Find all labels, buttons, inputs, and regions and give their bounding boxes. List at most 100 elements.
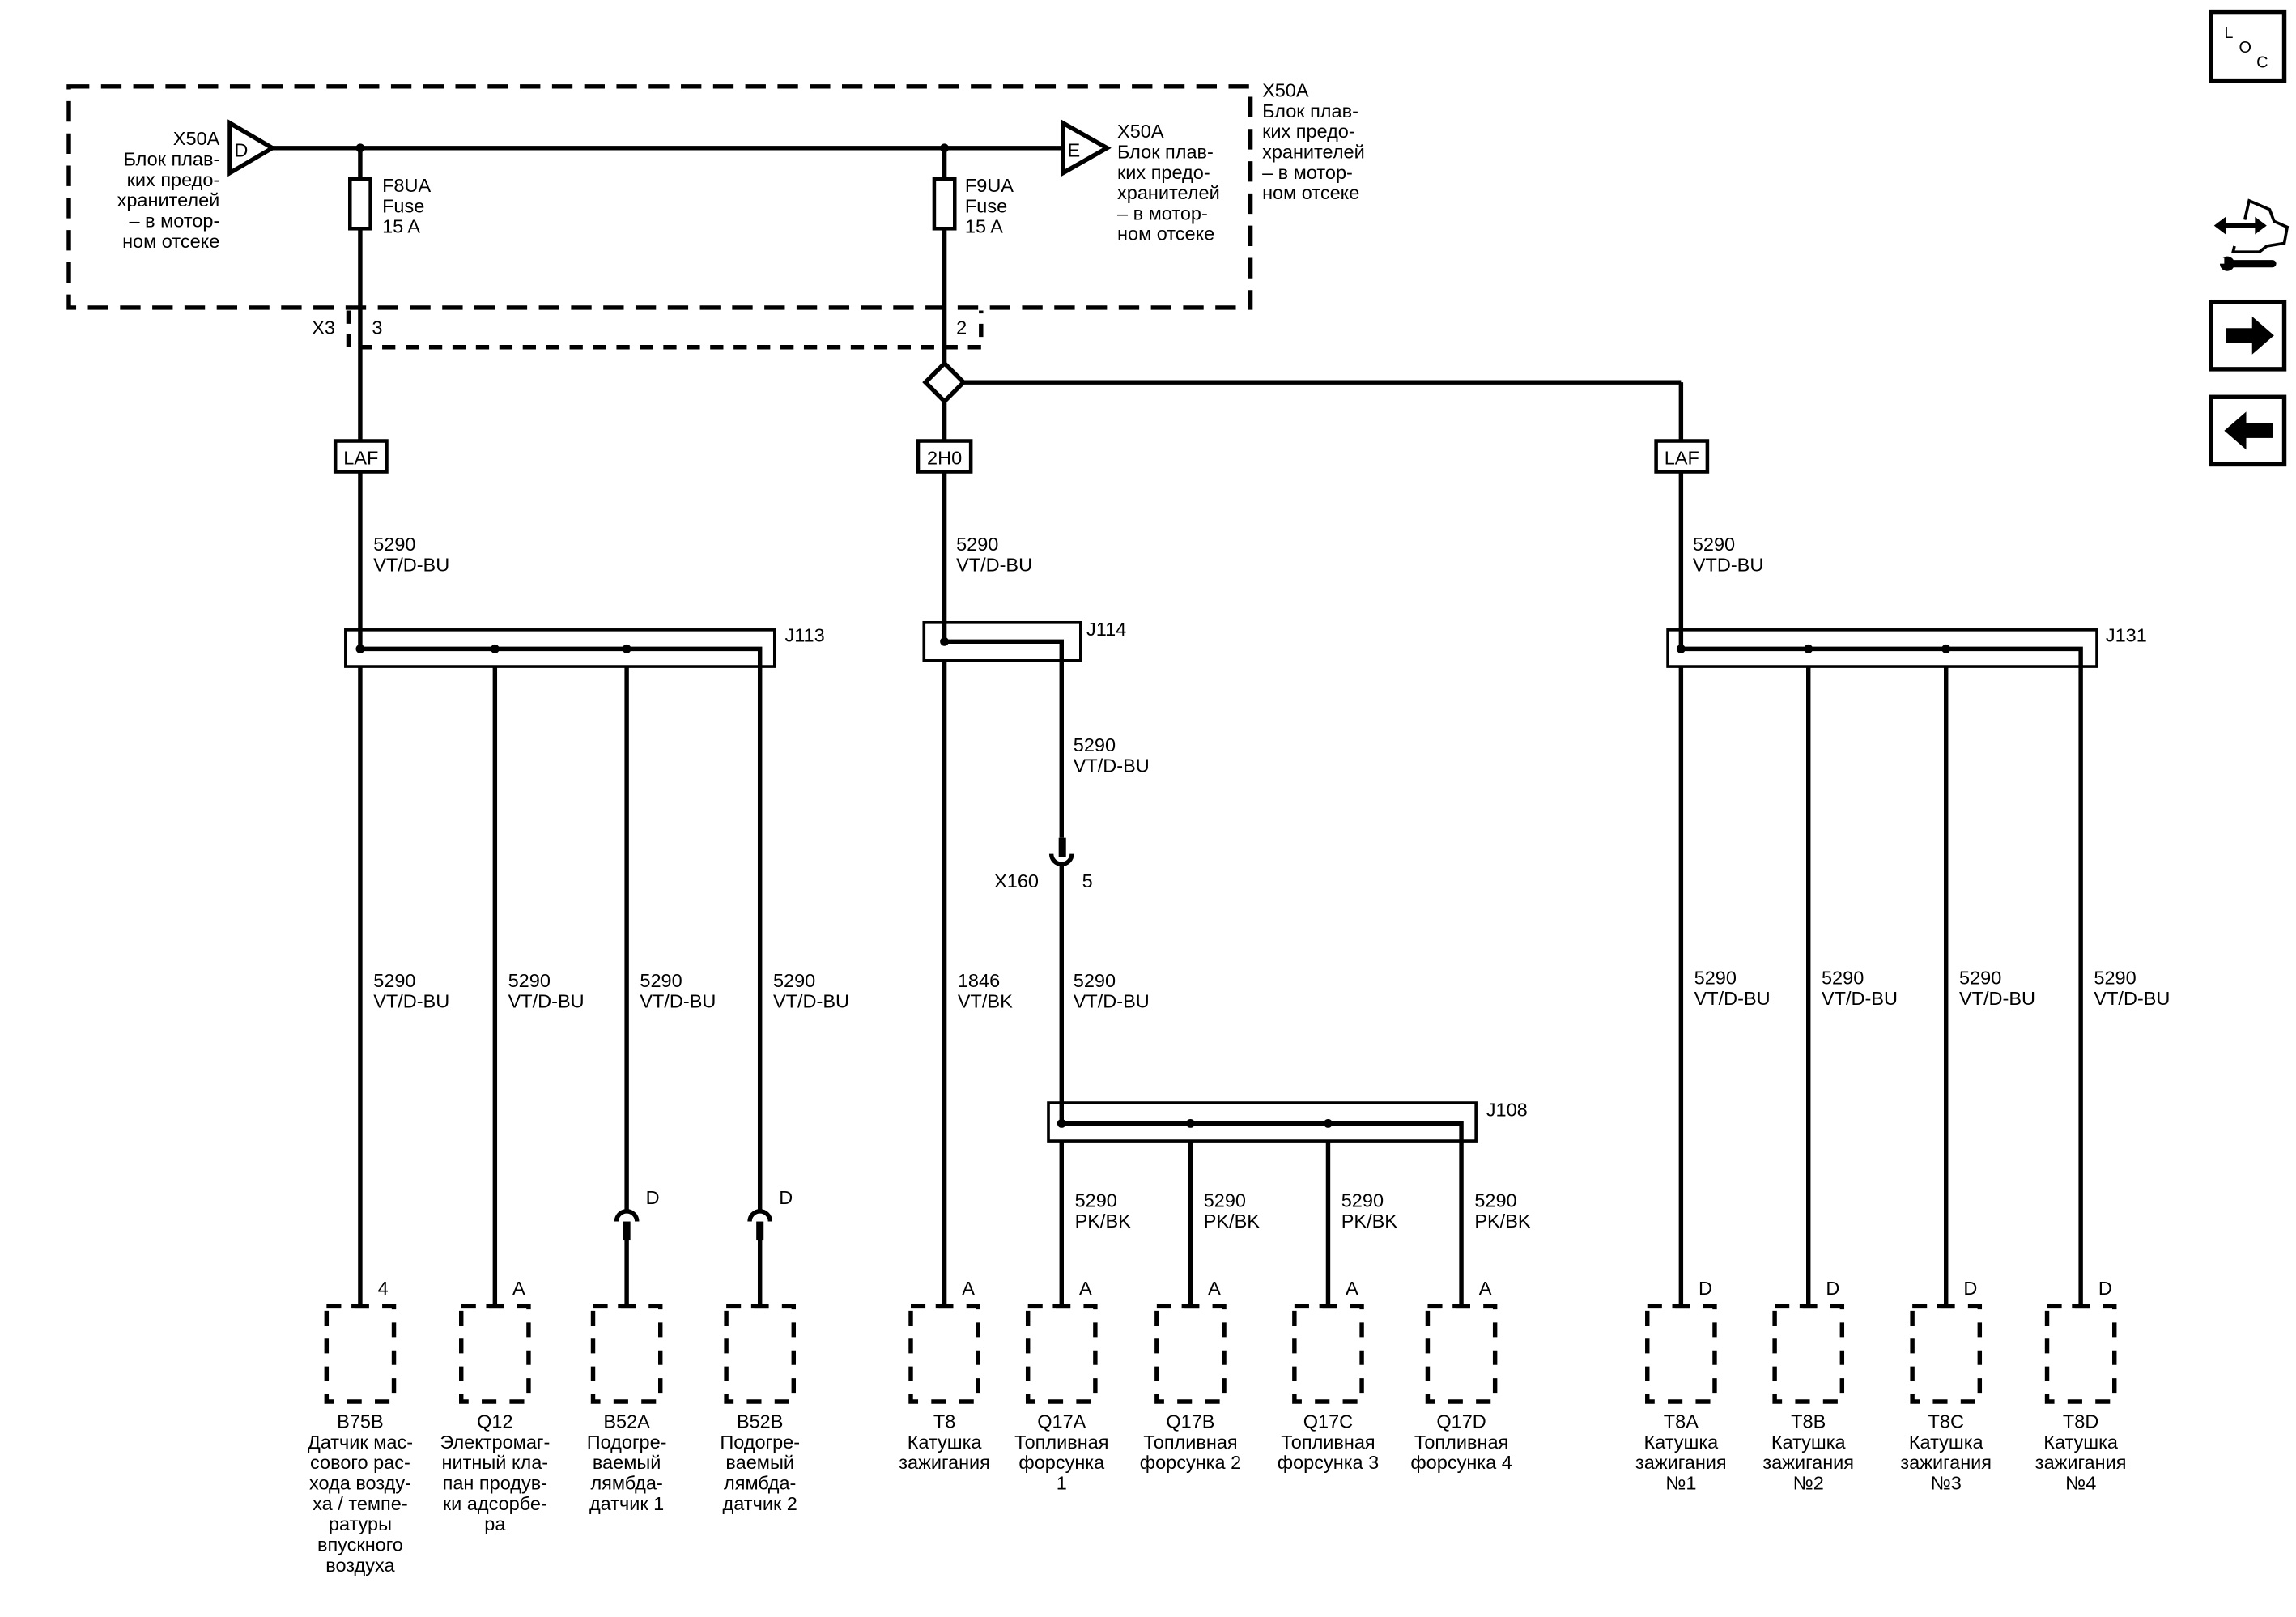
svg-text:X50A: X50A [1117, 121, 1164, 142]
svg-text:LAF: LAF [343, 447, 378, 468]
svg-text:15 A: 15 A [382, 216, 420, 237]
option-laf-left: LAF [333, 439, 389, 474]
component-description-line: лямбда- [724, 1473, 796, 1494]
component-description-line: лямбда- [590, 1473, 662, 1494]
component-description-line: Топливная [1281, 1432, 1375, 1453]
svg-text:D: D [234, 140, 248, 161]
wire-color-label: VT/D-BU [2094, 988, 2170, 1009]
previous-page-button[interactable] [2209, 394, 2287, 467]
svg-text:– в мотор-: – в мотор- [1262, 162, 1353, 183]
svg-text:Блок плав-: Блок плав- [123, 148, 219, 169]
wire-circuit-label: 5290 [640, 970, 682, 991]
component-id: Q12 [477, 1411, 512, 1432]
splice-j114: J114 [922, 619, 1126, 662]
svg-text:5290: 5290 [1074, 970, 1116, 991]
wire-circuit-label: 5290 [1822, 968, 1864, 989]
component-pin-label: D [1963, 1278, 1977, 1299]
wire-color-label: VT/D-BU [1959, 988, 2035, 1009]
component-id: Q17A [1037, 1411, 1086, 1432]
component-description-line: хода возду- [309, 1473, 411, 1494]
svg-text:Блок плав-: Блок плав- [1117, 141, 1214, 162]
trunk-wire-label-3: 5290 VTD-BU [1693, 534, 1763, 575]
component-description-line: датчик 2 [723, 1493, 797, 1514]
component-id: Q17D [1436, 1411, 1486, 1432]
component-description-line: №1 [1665, 1473, 1696, 1494]
component-pin-label: A [1346, 1278, 1358, 1299]
component-description-line: воздуха [325, 1555, 395, 1576]
svg-text:Блок плав-: Блок плав- [1262, 100, 1358, 121]
connector-d-label: X50A Блок плав- ких предо- хранителей – … [117, 128, 220, 252]
component-description-line: Топливная [1414, 1432, 1508, 1453]
wire-color-label: PK/BK [1341, 1211, 1398, 1232]
component-description-line: зажигания [2035, 1452, 2127, 1473]
svg-text:ких предо-: ких предо- [1117, 162, 1210, 183]
wire-circuit-label: 5290 [1694, 968, 1737, 989]
component-description-line: форсунка [1018, 1452, 1105, 1473]
svg-text:хранителей: хранителей [1262, 141, 1365, 162]
component-description-line: Топливная [1143, 1432, 1237, 1453]
component-id: T8A [1664, 1411, 1699, 1432]
svg-text:F9UA: F9UA [965, 175, 1014, 196]
svg-text:F8UA: F8UA [382, 175, 431, 196]
wire-circuit-label: 5290 [1341, 1189, 1384, 1211]
component-description-line: 1 [1057, 1473, 1067, 1494]
wire-color-label: VT/D-BU [640, 990, 716, 1011]
svg-text:5290: 5290 [1074, 734, 1116, 755]
next-page-button[interactable] [2209, 299, 2287, 372]
x160-out-wire-label: 5290 VT/D-BU [1074, 970, 1150, 1011]
component-description-line: №2 [1793, 1473, 1824, 1494]
svg-text:X50A: X50A [173, 128, 220, 149]
svg-text:J114: J114 [1086, 619, 1126, 640]
x160-pin: 5 [1082, 870, 1093, 891]
next-page-icon [2226, 316, 2274, 355]
wire-color-label: VT/BK [958, 990, 1013, 1011]
connector-e-label: X50A Блок плав- ких предо- хранителей – … [1117, 121, 1220, 245]
component-description-line: Подогре- [720, 1432, 800, 1453]
component-pin-label: D [2098, 1278, 2112, 1299]
svg-text:J131: J131 [2106, 624, 2147, 645]
x3-connector-boundary [346, 310, 984, 350]
svg-text:X50A: X50A [1262, 79, 1309, 100]
component-pin-label: A [1208, 1278, 1221, 1299]
svg-text:C: C [2256, 53, 2268, 71]
component-description-line: ваемый [725, 1452, 794, 1473]
trunk-wire-label-2: 5290 VT/D-BU [956, 534, 1032, 575]
component-description-line: Датчик мас- [308, 1432, 413, 1453]
wire-color-label: PK/BK [1075, 1211, 1132, 1232]
inline-pin-label: D [779, 1187, 793, 1208]
x3-pin-2: 2 [956, 317, 967, 338]
connector-view-icon[interactable] [2213, 198, 2290, 271]
svg-text:LAF: LAF [1665, 447, 1699, 468]
component-description-line: Катушка [1643, 1432, 1719, 1453]
fuse-block-boundary [66, 84, 1253, 310]
wire-color-label: PK/BK [1474, 1211, 1531, 1232]
component-id: T8D [2063, 1411, 2098, 1432]
svg-text:L: L [2224, 24, 2233, 42]
branch-wires: 5290VT/D-BU5290VT/D-BUD5290VT/D-BUD5290V… [358, 660, 2170, 1307]
svg-text:ких предо-: ких предо- [1262, 121, 1355, 142]
svg-text:ном отсеке: ном отсеке [1117, 223, 1214, 245]
connector-d: D [227, 119, 277, 177]
component-description-line: зажигания [1635, 1452, 1727, 1473]
wire-circuit-label: 5290 [508, 970, 551, 991]
wire-color-label: VT/D-BU [373, 990, 449, 1011]
svg-text:VT/D-BU: VT/D-BU [1074, 990, 1150, 1011]
loc-button[interactable]: L O C [2209, 9, 2287, 83]
fuse-f9ua: F9UA Fuse 15 A [932, 147, 1014, 237]
svg-text:хранителей: хранителей [1117, 182, 1220, 203]
component-id: T8 [933, 1411, 955, 1432]
svg-text:2H0: 2H0 [927, 447, 962, 468]
wire-circuit-label: 5290 [2094, 968, 2136, 989]
component-pin-label: A [1079, 1278, 1092, 1299]
